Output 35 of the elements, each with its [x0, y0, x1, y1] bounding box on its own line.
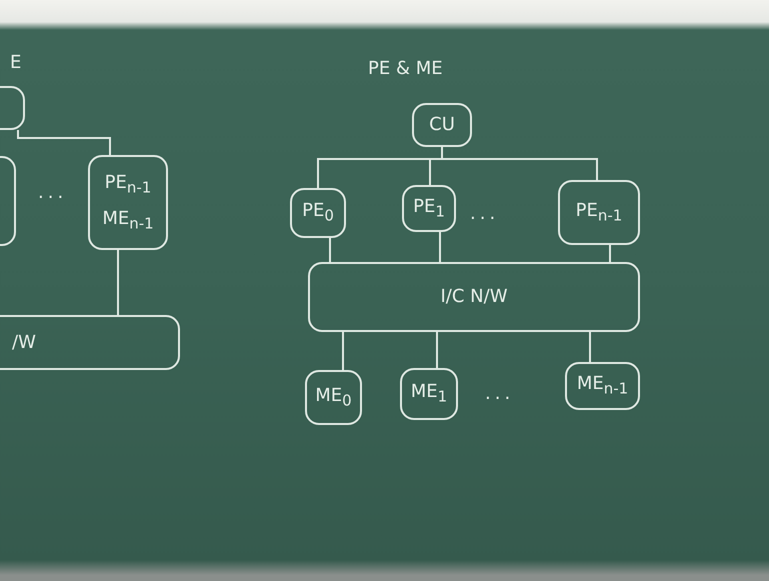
box-label: /W: [12, 334, 36, 352]
connector-line: [117, 250, 119, 315]
chalk-text: ...: [38, 182, 68, 203]
chalk-box: [565, 362, 640, 410]
box-label: ME$_{0}$: [315, 386, 352, 408]
chalk-box: [305, 370, 362, 425]
connector-line: [439, 232, 441, 262]
box-label: PE$_{1}$: [413, 198, 445, 220]
chalk-text: ...: [485, 383, 514, 404]
connector-line: [436, 332, 438, 368]
box-label: ME$_{1}$: [410, 383, 448, 405]
chalk-text: E: [10, 52, 26, 73]
chalk-box: [290, 188, 346, 238]
diagram-title: PE & ME: [368, 58, 443, 79]
chalk-box: [412, 103, 472, 147]
box-label: PE$_{0}$: [302, 202, 334, 224]
box-label: ME$_{n-1}$: [576, 375, 628, 397]
connector-line: [329, 238, 331, 262]
chalk-box: [0, 315, 180, 370]
chalk-box: [558, 180, 640, 245]
chalk-box: [400, 368, 458, 420]
connector-line: [342, 332, 344, 370]
connector-line: [441, 147, 598, 180]
connector-line: [589, 332, 591, 362]
chalk-box: [402, 185, 456, 232]
connector-line: [17, 130, 111, 155]
box-label: PE$_{n-1}$: [576, 202, 622, 224]
box-label: PE$_{n-1}$: [104, 174, 152, 196]
box-label: ME$_{n-1}$: [102, 210, 154, 232]
chalk-box: [308, 262, 640, 332]
box-label: I/C N/W: [440, 288, 508, 306]
box-label: CU: [429, 116, 455, 134]
connector-line: [609, 245, 611, 262]
chalk-text: ...: [470, 203, 500, 224]
chalk-box: [88, 155, 168, 250]
